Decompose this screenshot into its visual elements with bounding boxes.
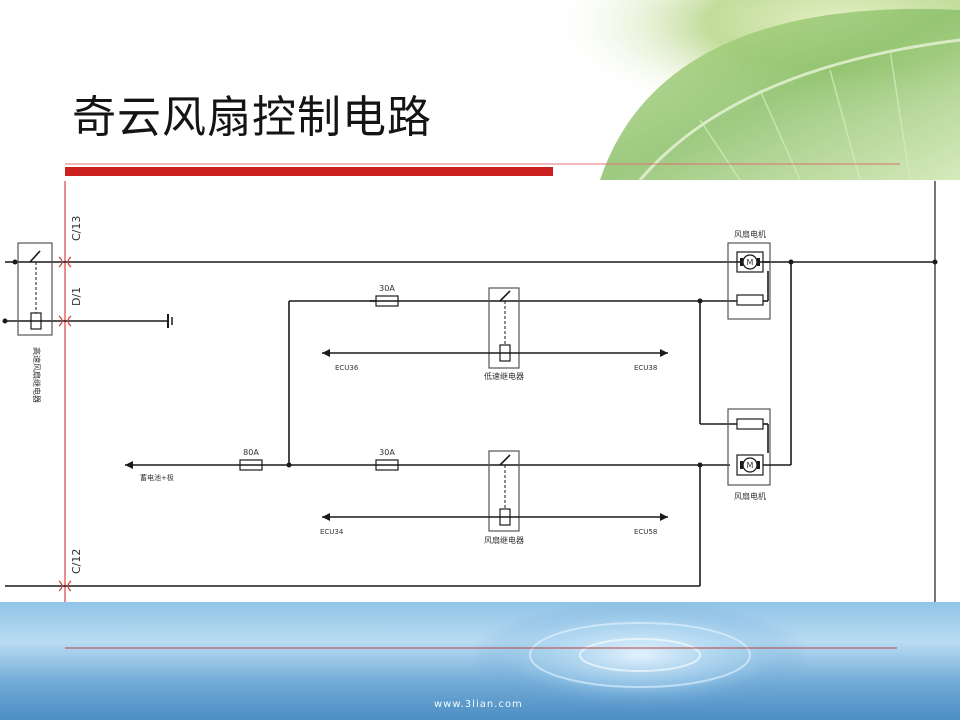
signal-bottom-right-label: ECU58: [634, 528, 657, 536]
high-speed-relay-label: 高速风扇继电器: [32, 347, 42, 403]
motor-bottom-symbol: M: [747, 461, 754, 470]
low-speed-relay-label: 低速继电器: [484, 371, 524, 381]
junction-dots: [2, 259, 938, 468]
motor-top-symbol: M: [747, 258, 754, 267]
signal-top-right-label: ECU38: [634, 364, 657, 372]
fuse-lower-label: 30A: [379, 448, 395, 457]
fuse-upper-icon: [370, 295, 399, 307]
relay-switch: [29, 250, 41, 263]
slide-title: 奇云风扇控制电路: [72, 92, 432, 143]
motor-top-icon: [740, 254, 760, 270]
fan-control-circuit: M M C/13 D/1 C/12: [2, 181, 938, 602]
bottom-motor-label: 风扇电机: [734, 491, 766, 501]
top-fan-unit-box: [727, 242, 771, 320]
top-motor-label: 风扇电机: [734, 229, 766, 239]
top-resistor: [736, 294, 764, 306]
fuse-main-icon: [239, 459, 263, 471]
signal-arrows: [125, 349, 668, 521]
main-feed-label: 蓄电池+极: [140, 473, 174, 482]
connector-c13-label: C/13: [70, 216, 83, 241]
upper-relay-switch: [499, 290, 511, 302]
fuse-main-label: 80A: [243, 448, 259, 457]
footer-url: www.3lian.com: [434, 699, 523, 710]
motor-bottom-icon: [740, 457, 760, 473]
ground-icon: [167, 314, 173, 328]
bottom-resistor: [736, 418, 764, 430]
connector-markers: [58, 256, 72, 592]
connector-c12-label: C/12: [70, 549, 83, 574]
title-accent-bar: [65, 167, 553, 176]
high-speed-relay-box: [17, 242, 53, 336]
lower-relay-switch: [499, 454, 511, 466]
lower-relay-box: [488, 450, 520, 532]
fuse-upper-label: 30A: [379, 284, 395, 293]
signal-top-left-label: ECU36: [335, 364, 359, 372]
connector-d1-label: D/1: [70, 287, 83, 306]
bottom-fan-unit-box: [727, 408, 771, 486]
fuse-lower-icon: [375, 459, 399, 471]
fan-relay-label: 风扇继电器: [484, 535, 524, 545]
circuit-diagram-panel: M M C/13 D/1 C/12: [0, 181, 960, 602]
upper-relay-box: [488, 287, 520, 369]
signal-bottom-left-label: ECU34: [320, 528, 344, 536]
